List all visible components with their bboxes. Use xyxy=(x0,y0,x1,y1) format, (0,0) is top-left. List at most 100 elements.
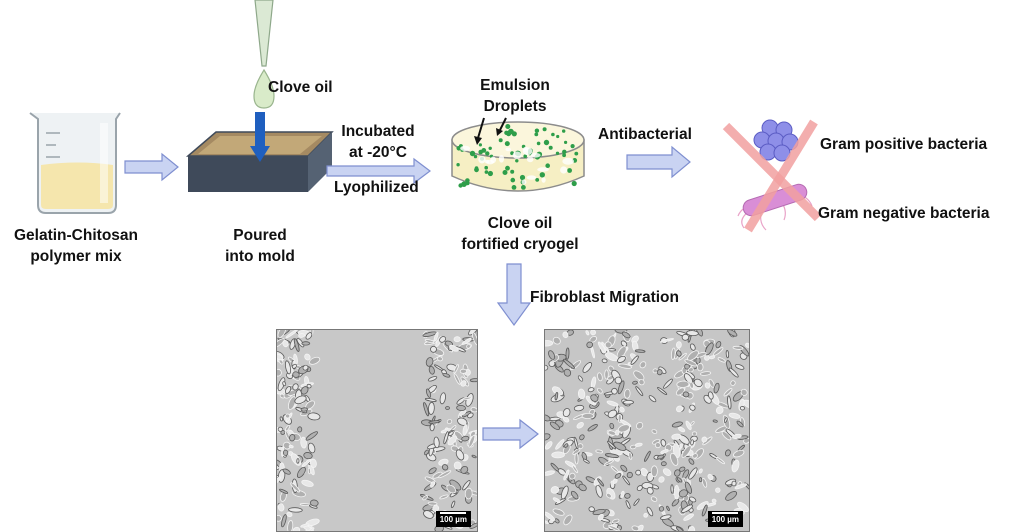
fibroblast-cell xyxy=(287,520,294,531)
fibroblast-cell xyxy=(293,353,298,365)
fibroblast-cell xyxy=(670,452,679,466)
fibroblast-cell xyxy=(443,431,449,445)
fibroblast-cell xyxy=(715,406,724,415)
fibroblast-cell xyxy=(674,469,681,477)
fibroblast-cell xyxy=(308,527,315,531)
polymer-mix-line-2: polymer mix xyxy=(30,248,122,265)
antibacterial-label: Antibacterial xyxy=(598,126,692,143)
fibroblast-cell xyxy=(635,386,644,397)
scale-bar-after: 100 µm xyxy=(707,511,743,527)
cryogel-pore xyxy=(460,145,471,151)
fibroblast-cell xyxy=(657,387,668,395)
fibroblast-cell xyxy=(690,439,694,446)
fibroblast-cell xyxy=(545,511,556,521)
fibroblast-cell xyxy=(691,431,698,436)
fibroblast-cell xyxy=(576,422,584,429)
fibroblast-cell xyxy=(671,421,683,428)
fibroblast-cell xyxy=(453,373,461,385)
fibroblast-cell xyxy=(307,442,316,454)
fibroblast-cell xyxy=(563,469,570,481)
fibroblast-cell xyxy=(428,467,437,475)
fibroblast-cell xyxy=(458,410,467,416)
fibroblast-cell xyxy=(728,412,741,419)
fibroblast-cell xyxy=(651,429,658,434)
fibroblast-cell xyxy=(660,461,667,467)
fibroblast-cell xyxy=(731,480,737,487)
fibroblast-cell xyxy=(289,434,296,442)
fibroblast-cell xyxy=(590,376,597,389)
emulsion-droplet xyxy=(502,170,508,175)
fibroblast-cell xyxy=(666,505,670,511)
emulsion-droplet xyxy=(562,153,566,158)
fibroblast-cell xyxy=(628,452,633,460)
fibroblast-cell xyxy=(427,501,438,506)
emulsion-droplet xyxy=(564,140,568,144)
fibroblast-cell xyxy=(468,330,477,336)
fibroblast-cell xyxy=(681,504,694,513)
fibroblast-cell xyxy=(309,356,321,365)
emulsion-droplet xyxy=(556,134,560,139)
fibroblast-cell xyxy=(643,512,649,518)
poured-line-2: into mold xyxy=(225,248,295,265)
fibroblast-cell xyxy=(715,341,722,349)
fibroblast-cell xyxy=(681,445,692,458)
gram-negative-label: Gram negative bacteria xyxy=(818,205,990,222)
fibroblast-cell xyxy=(633,370,645,381)
fibroblast-cell xyxy=(727,330,738,337)
fibroblast-cell xyxy=(545,470,555,476)
fibroblast-cell xyxy=(462,424,468,436)
fibroblast-cell xyxy=(688,496,697,503)
fibroblast-cell xyxy=(427,376,438,382)
fibroblast-cell xyxy=(609,422,615,430)
fibroblast-cell xyxy=(648,395,657,403)
fibroblast-cell xyxy=(277,368,282,377)
fibroblast-cell xyxy=(288,507,303,513)
fibroblast-cell xyxy=(447,435,457,446)
fibroblast-cell xyxy=(732,345,744,350)
fibroblast-cell xyxy=(607,440,617,450)
fibroblast-cell xyxy=(555,439,565,450)
fibroblast-cell xyxy=(461,396,473,401)
scale-bar-before-text: 100 µm xyxy=(439,515,467,524)
fibroblast-cell xyxy=(549,421,560,431)
fibroblast-cell xyxy=(290,482,301,493)
fibroblast-cell xyxy=(297,426,303,433)
fibroblast-cell xyxy=(728,367,739,378)
cryogel-pore xyxy=(522,147,533,156)
fibroblast-cell xyxy=(578,483,587,492)
fibroblast-cell xyxy=(460,465,469,474)
fibroblast-cell xyxy=(550,486,560,494)
fibroblast-cell xyxy=(676,380,690,388)
fibroblast-cell xyxy=(307,467,311,475)
fibroblast-cell xyxy=(660,514,672,520)
cryogel-line-1: Clove oil xyxy=(487,215,553,232)
micrograph-before: 100 µm xyxy=(276,329,478,532)
fibroblast-cell xyxy=(457,417,468,426)
emulsion-droplet xyxy=(505,130,512,137)
fibroblast-cell xyxy=(301,479,314,487)
incubated-line-2: at -20°C xyxy=(349,144,407,161)
fibroblast-cell xyxy=(684,363,690,370)
fibroblast-cell xyxy=(630,444,637,450)
fibroblast-cell xyxy=(630,355,639,365)
fibroblast-cell xyxy=(282,381,287,387)
cryogel-pore xyxy=(484,159,490,164)
fibroblast-cell xyxy=(636,421,644,430)
fibroblast-cell xyxy=(701,436,708,443)
fibroblast-cell xyxy=(730,380,736,386)
fibroblast-cell xyxy=(597,513,604,521)
cryogel-pore xyxy=(498,155,505,163)
fibroblast-cell xyxy=(573,436,579,450)
fibroblast-cell xyxy=(563,368,572,377)
fibroblast-cell xyxy=(560,485,569,500)
fibroblast-cell xyxy=(562,408,571,418)
process-arrow-3 xyxy=(626,145,691,179)
fibroblast-cell xyxy=(296,458,300,464)
fibroblast-cell xyxy=(291,363,298,369)
emulsion-droplet xyxy=(484,165,488,170)
fibroblast-cell xyxy=(425,388,432,398)
gram-positive-label: Gram positive bacteria xyxy=(820,136,988,153)
fibroblast-cell xyxy=(424,397,437,402)
emulsion-droplet xyxy=(474,166,479,170)
emulsion-droplet xyxy=(456,163,460,167)
